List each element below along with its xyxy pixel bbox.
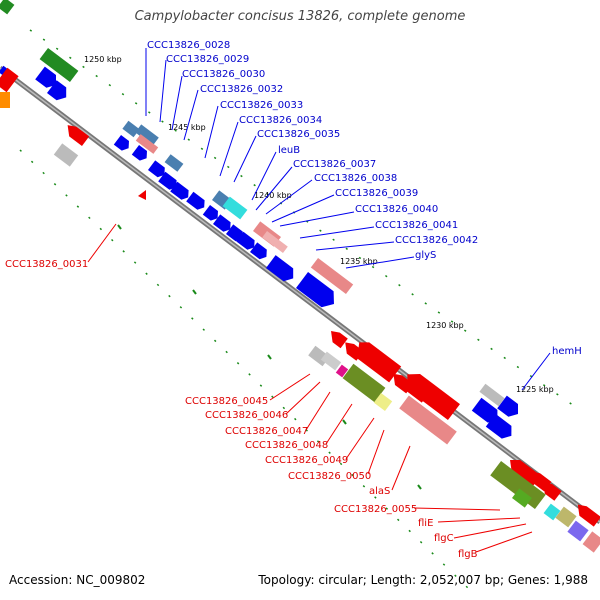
gene-label: CCC13826_0032 <box>200 84 283 95</box>
reverse-leader-lines <box>87 223 533 553</box>
gene-label: hemH <box>552 346 582 357</box>
scale-label: 1245 kbp <box>168 123 206 132</box>
gene-label: alaS <box>369 486 390 497</box>
reverse-other-features[interactable] <box>0 92 600 553</box>
scale-label: 1235 kbp <box>340 257 378 266</box>
genome-stats-text: Topology: circular; Length: 2,052,007 bp… <box>258 573 588 587</box>
gene-label: CCC13826_0031 <box>5 259 88 270</box>
minor-ticks-outer <box>19 29 581 591</box>
major-ticks <box>117 224 422 490</box>
gene-label: CCC13826_0041 <box>375 220 458 231</box>
scale-label: 1230 kbp <box>426 321 464 330</box>
gene-label: flgB <box>458 549 478 560</box>
gene-label: fliE <box>418 518 433 529</box>
scale-label: 1225 kbp <box>516 385 554 394</box>
forward-labels: CCC13826_0028 CCC13826_0029 CCC13826_003… <box>147 40 582 357</box>
reverse-cds-track[interactable] <box>0 67 600 527</box>
gene-label: CCC13826_0034 <box>239 115 322 126</box>
gene-label: CCC13826_0047 <box>225 426 308 437</box>
gene-label: CCC13826_0035 <box>257 129 340 140</box>
gene-label: CCC13826_0039 <box>335 188 418 199</box>
gene-label: CCC13826_0038 <box>314 173 397 184</box>
scale-labels: 1250 kbp 1245 kbp 1240 kbp 1235 kbp 1230… <box>84 55 554 394</box>
gene-label: CCC13826_0037 <box>293 159 376 170</box>
scale-label: 1240 kbp <box>254 191 292 200</box>
gene-label: CCC13826_0048 <box>245 440 328 451</box>
genome-backbone <box>0 66 600 524</box>
gene-label: CCC13826_0040 <box>355 204 438 215</box>
reverse-labels: CCC13826_0031 CCC13826_0045 CCC13826_004… <box>5 259 478 560</box>
scale-label: 1250 kbp <box>84 55 122 64</box>
gene-label: flgC <box>434 533 454 544</box>
gene-label: CCC13826_0029 <box>166 54 249 65</box>
gene-label: leuB <box>278 145 300 156</box>
map-title: Campylobacter concisus 13826, complete g… <box>134 9 466 24</box>
gene-label: CCC13826_0050 <box>288 471 371 482</box>
gene-label: CCC13826_0055 <box>334 504 417 515</box>
gene-label: CCC13826_0042 <box>395 235 478 246</box>
gene-label: CCC13826_0045 <box>185 396 268 407</box>
gene-label: CCC13826_0033 <box>220 100 303 111</box>
gene-label: CCC13826_0028 <box>147 40 230 51</box>
accession-text: Accession: NC_009802 <box>9 573 146 587</box>
forward-other-features[interactable] <box>0 0 505 407</box>
gene-label: CCC13826_0049 <box>265 455 348 466</box>
forward-leader-lines <box>145 48 551 391</box>
gene-label: CCC13826_0046 <box>205 410 288 421</box>
gene-label: glyS <box>415 250 436 261</box>
gene-label: CCC13826_0030 <box>182 69 265 80</box>
forward-cds-track[interactable] <box>0 65 523 442</box>
